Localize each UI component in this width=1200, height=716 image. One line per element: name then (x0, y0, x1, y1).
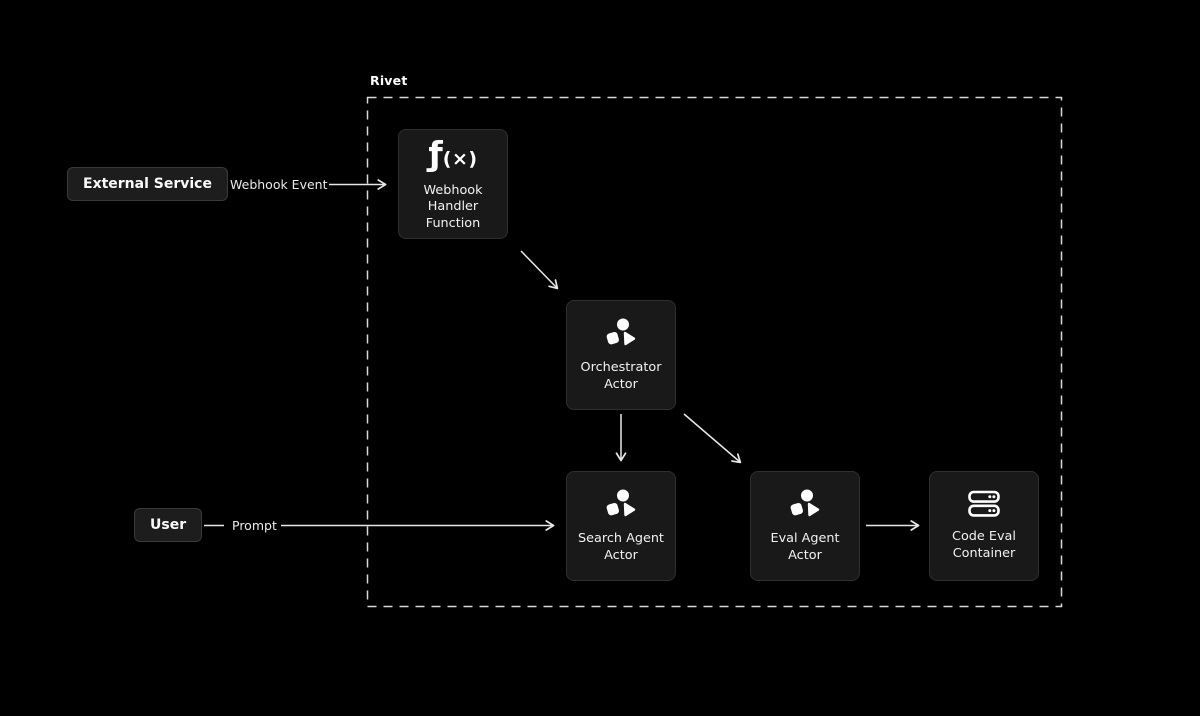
node-orchestrator-actor: Orchestrator Actor (566, 300, 676, 410)
node-label: Orchestrator Actor (580, 359, 662, 392)
node-label: Code Eval Container (952, 528, 1016, 561)
node-label: Search Agent Actor (578, 530, 664, 563)
function-glyph: ƒ (428, 133, 443, 173)
function-icon: ƒ(×) (428, 133, 478, 173)
actor-icon (606, 318, 636, 346)
edge-label-prompt: Prompt (232, 518, 277, 533)
node-eval-agent-actor: Eval Agent Actor (750, 471, 860, 581)
external-service-label: External Service (83, 176, 212, 192)
actor-icon (790, 489, 820, 517)
actor-icon (606, 489, 636, 517)
node-webhook-handler-function: ƒ(×) Webhook Handler Function (398, 129, 508, 239)
arrow-webhook-to-orchestrator (520, 250, 559, 290)
node-code-eval-container: Code Eval Container (929, 471, 1039, 581)
node-search-agent-actor: Search Agent Actor (566, 471, 676, 581)
edge-label-webhook-event: Webhook Event (230, 177, 328, 192)
server-stack-icon (968, 490, 1000, 517)
arrow-orchestrator-to-eval (683, 413, 742, 464)
user-label: User (150, 517, 187, 533)
node-label: Eval Agent Actor (770, 530, 840, 563)
rivet-container-label: Rivet (370, 73, 408, 88)
node-external-service: External Service (67, 167, 228, 201)
node-user: User (134, 508, 203, 542)
node-label: Webhook Handler Function (423, 182, 483, 231)
function-args-glyph: (×) (442, 147, 478, 170)
